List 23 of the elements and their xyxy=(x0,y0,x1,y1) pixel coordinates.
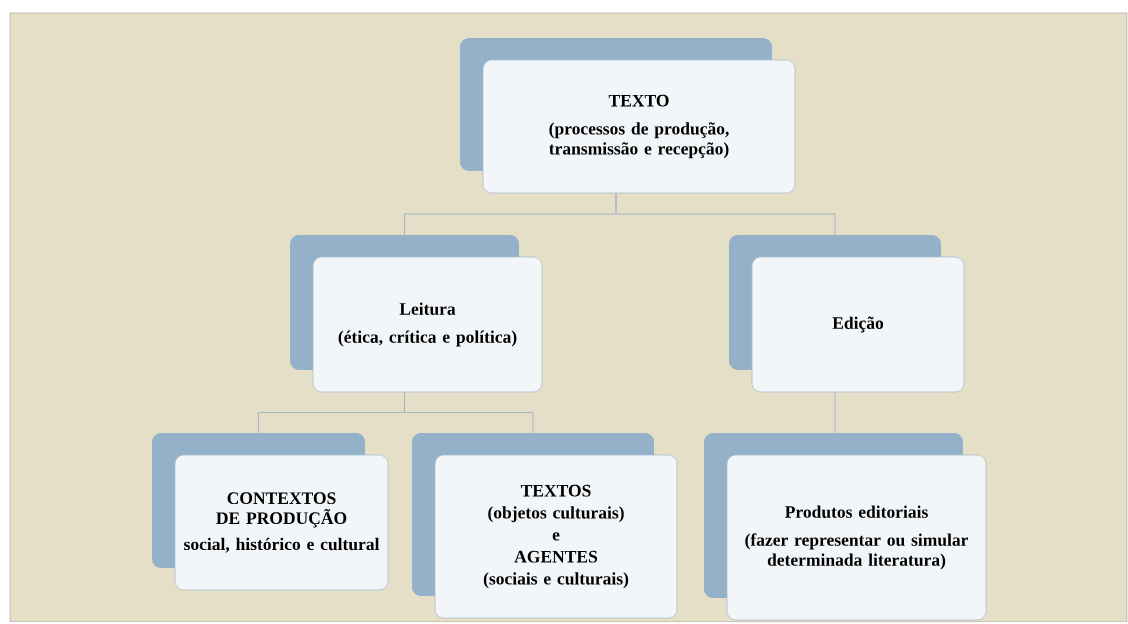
box-title: Produtos editoriais xyxy=(785,505,928,518)
box-title: CONTEXTOS DE PRODUÇÃO xyxy=(216,492,347,528)
box-text: AGENTES xyxy=(514,550,598,563)
connector-line xyxy=(404,391,534,434)
process-box xyxy=(412,433,678,619)
connector-line xyxy=(615,192,836,236)
process-box xyxy=(460,38,796,194)
box-title: Edição xyxy=(832,316,884,333)
box-title: TEXTO xyxy=(608,94,669,107)
box-title: Leitura xyxy=(399,302,456,315)
box-text: (sociais e culturais) xyxy=(483,572,629,589)
box-text: (objetos culturais) xyxy=(488,506,624,523)
box-text: (fazer representar ou simular determinada literatura) xyxy=(745,533,969,570)
process-box xyxy=(290,235,543,393)
box-text: (ética, crítica e política) xyxy=(338,330,517,347)
box-text: (processos de produção, transmissão e recepção) xyxy=(549,122,729,159)
box-text: e xyxy=(552,532,560,541)
process-box xyxy=(152,433,389,591)
process-box xyxy=(729,235,965,393)
connector-line xyxy=(834,391,836,434)
box-title: TEXTOS xyxy=(520,484,591,497)
box-text: social, histórico e cultural xyxy=(184,537,380,553)
process-box xyxy=(704,433,987,621)
